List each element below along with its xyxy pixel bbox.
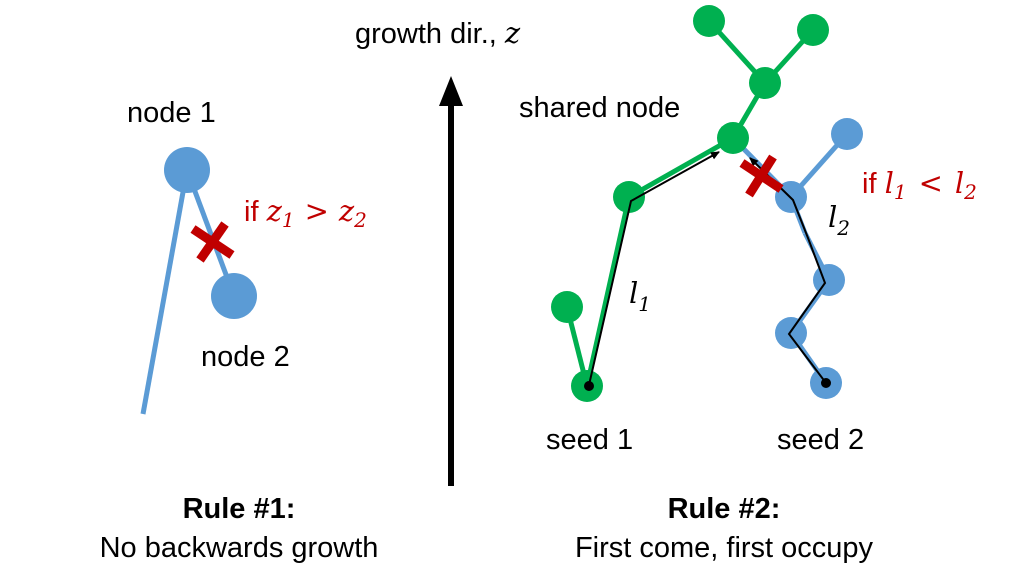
rule1-title: Rule #1: <box>183 493 296 525</box>
rule2-title: Rule #2: <box>668 493 781 525</box>
rule2-condition: if l1<l2 <box>862 166 977 204</box>
shared-node-circle <box>717 122 749 154</box>
blue-node <box>775 317 807 349</box>
path-l2-arrow <box>749 157 827 384</box>
shared-node-label: shared node <box>519 92 680 124</box>
seed2-label: seed 2 <box>777 424 864 456</box>
rule1-panel <box>140 147 257 415</box>
path-l1-arrow <box>588 151 720 386</box>
node2-label: node 2 <box>201 341 290 373</box>
rule2-subtitle: First come, first occupy <box>575 532 874 564</box>
blue-node <box>813 264 845 296</box>
green-node <box>749 67 781 99</box>
seed1-label: seed 1 <box>546 424 633 456</box>
rule2-reject-x-icon <box>739 154 784 198</box>
node2-circle <box>211 273 257 319</box>
seed1-dot <box>584 381 594 391</box>
growth-direction-axis <box>439 76 463 486</box>
rule2-panel <box>551 5 863 402</box>
green-node <box>613 181 645 213</box>
green-node <box>797 14 829 46</box>
l2-label: l2 <box>828 200 850 240</box>
node1-circle <box>164 147 210 193</box>
growth-direction-label: growth dir., z <box>355 16 521 50</box>
rule1-subtitle: No backwards growth <box>100 532 379 564</box>
l1-label: l1 <box>629 276 651 316</box>
green-node <box>693 5 725 37</box>
blue-node <box>831 118 863 150</box>
rule1-condition: if z1>z2 <box>244 194 367 232</box>
rule1-reject-x-icon <box>190 221 235 263</box>
seed2-dot <box>821 378 831 388</box>
node1-long-branch <box>140 169 190 415</box>
green-node <box>551 291 583 323</box>
node1-label: node 1 <box>127 97 216 129</box>
